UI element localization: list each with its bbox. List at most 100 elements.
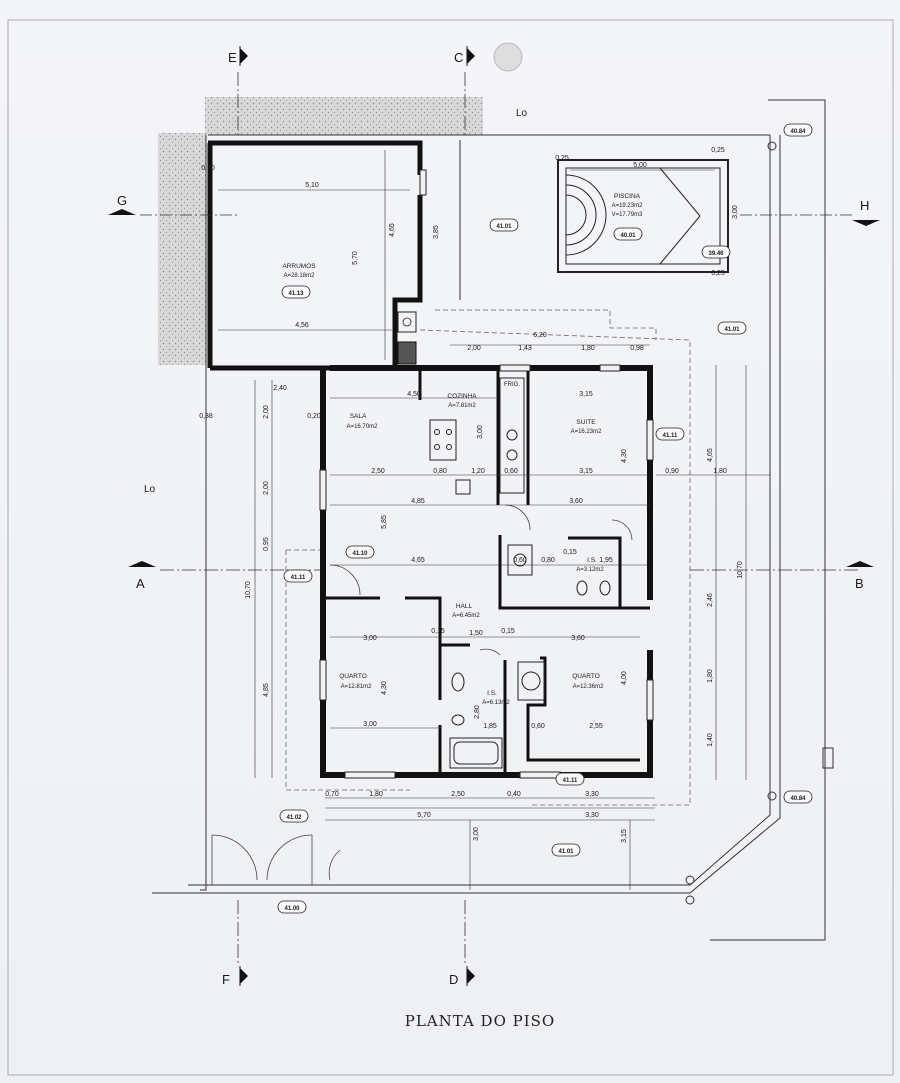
section-label-g: G bbox=[117, 193, 127, 208]
kitchen-fixtures bbox=[429, 377, 525, 495]
room-name-suite: SUITE bbox=[576, 419, 596, 426]
dim-3-60-b: 3,60 bbox=[571, 635, 585, 642]
dim-2-80: 2,80 bbox=[474, 705, 481, 719]
level-41-01-a: 41.01 bbox=[496, 224, 512, 230]
dim-5-00: 5,00 bbox=[633, 162, 647, 169]
sheet-border bbox=[7, 19, 894, 1076]
dim-4-00: 4,00 bbox=[621, 671, 628, 685]
dim-0-25-a: 0,25 bbox=[555, 155, 569, 162]
dim-1-50: 1,50 bbox=[469, 630, 483, 637]
room-name-is-1: I.S. bbox=[587, 557, 597, 564]
dim-0-60-c: 0,60 bbox=[531, 723, 545, 730]
section-markers bbox=[108, 48, 880, 984]
dim-0-60-b: 0,60 bbox=[513, 557, 527, 564]
level-41-13: 41.13 bbox=[288, 291, 304, 297]
dim-1-85: 1,85 bbox=[483, 723, 497, 730]
dim-2-46: 2,46 bbox=[707, 593, 714, 607]
dim-4-85-b: 4,85 bbox=[263, 683, 270, 697]
dim-10-70-a: 10,70 bbox=[245, 581, 252, 599]
room-area-hall: A=6.45m2 bbox=[452, 613, 480, 619]
dim-0-80-b: 0,80 bbox=[541, 557, 555, 564]
ground-hatch-top bbox=[205, 97, 483, 135]
room-area-suite: A=16.23m2 bbox=[571, 429, 603, 435]
dim-2-50-a: 2,50 bbox=[371, 468, 385, 475]
dim-4-30-b: 4,30 bbox=[621, 449, 628, 463]
room-area-cozinha: A=7.81m2 bbox=[448, 403, 476, 409]
room-name-sala: SALA bbox=[350, 413, 367, 420]
room-area-piscina: A=19.23m2 bbox=[612, 203, 644, 209]
dim-2-55: 2,55 bbox=[589, 723, 603, 730]
dim-0-95: 0,95 bbox=[263, 537, 270, 551]
dim-5-70-b: 5,70 bbox=[417, 812, 431, 819]
dim-3-00-b: 3,00 bbox=[363, 635, 377, 642]
room-name-is-2: I.S. bbox=[487, 690, 497, 697]
dim-3-15-b: 3,15 bbox=[579, 468, 593, 475]
dim-1-43: 1,43 bbox=[518, 345, 532, 352]
dim-2-40: 2,40 bbox=[273, 385, 287, 392]
dim-10-70-b: 10,70 bbox=[737, 561, 744, 579]
dim-0-80-a: 0,80 bbox=[433, 468, 447, 475]
dim-3-30-a: 3,30 bbox=[585, 791, 599, 798]
room-name-cozinha: COZINHA bbox=[447, 393, 477, 400]
dim-0-20-a: 0,20 bbox=[307, 413, 321, 420]
level-41-11-c: 41.11 bbox=[563, 778, 578, 784]
room-name-piscina: PISCINA bbox=[614, 193, 641, 200]
sink-icon bbox=[397, 311, 417, 333]
dim-3-60-a: 3,60 bbox=[569, 498, 583, 505]
dim-2-50-b: 2,50 bbox=[451, 791, 465, 798]
room-area-is-2: A=6.13m2 bbox=[482, 700, 510, 706]
dim-2-00: 2,00 bbox=[467, 345, 481, 352]
dim-0-30-a: 0,20 bbox=[201, 165, 215, 172]
dim-3-15-a: 3,15 bbox=[579, 391, 593, 398]
section-lines-vertical bbox=[160, 72, 860, 965]
section-label-f: F bbox=[222, 972, 230, 987]
dim-1-20: 1,20 bbox=[471, 468, 485, 475]
drawing-title: PLANTA DO PISO bbox=[404, 1012, 556, 1030]
dim-5-70-a: 5,70 bbox=[352, 251, 359, 265]
room-area-arrumos: A=28.18m2 bbox=[284, 273, 316, 279]
label-lo-top: Lo bbox=[516, 108, 528, 119]
dim-4-65-a: 4,65 bbox=[389, 223, 396, 237]
pool-outline bbox=[557, 159, 729, 273]
dim-3-15-c: 3,15 bbox=[621, 829, 628, 843]
dim-2-00-c: 2,00 bbox=[263, 481, 270, 495]
dim-1-95: 1,95 bbox=[599, 557, 613, 564]
dim-1-80-c: 1,80 bbox=[713, 468, 727, 475]
dim-1-80-a: 1,80 bbox=[581, 345, 595, 352]
dim-6-20: 6,20 bbox=[533, 332, 547, 339]
level-41-11-b: 41.11 bbox=[291, 575, 306, 581]
level-41-10: 41.10 bbox=[352, 551, 368, 557]
section-label-c: C bbox=[454, 50, 463, 65]
dim-0-15-a: 0,15 bbox=[563, 549, 577, 556]
interior-walls bbox=[323, 368, 650, 775]
eave-outline bbox=[285, 309, 691, 806]
room-name-quarto-1: QUARTO bbox=[339, 673, 367, 680]
level-41-11-a: 41.11 bbox=[663, 433, 678, 439]
section-marker-bars bbox=[239, 46, 468, 986]
dim-0-15-c: 0,15 bbox=[501, 628, 515, 635]
dim-0-90: 0,90 bbox=[665, 468, 679, 475]
dim-4-30-a: 4,30 bbox=[381, 681, 388, 695]
room-name-arrumos: ARRUMOS bbox=[282, 263, 316, 270]
level-39-46: 39.46 bbox=[708, 251, 724, 257]
dim-4-56: 4,56 bbox=[295, 322, 309, 329]
dim-3-30-b: 3,30 bbox=[585, 812, 599, 819]
dim-0-38: 0,38 bbox=[199, 413, 213, 420]
arrumos-walls bbox=[207, 140, 423, 371]
dim-2-00-b: 2,00 bbox=[263, 405, 270, 419]
dim-3-00-d: 3,00 bbox=[473, 827, 480, 841]
room-name-quarto-2: QUARTO bbox=[572, 673, 600, 680]
fridge-label: FRIG. bbox=[504, 382, 520, 388]
section-label-b: B bbox=[855, 576, 864, 591]
level-41-01-c: 41.01 bbox=[558, 849, 574, 855]
door-swings bbox=[211, 504, 633, 885]
dim-0-60-a: 0,60 bbox=[504, 468, 518, 475]
level-41-01-b: 41.01 bbox=[724, 327, 740, 333]
section-label-h: H bbox=[860, 198, 869, 213]
dim-3-00-c: 3,00 bbox=[363, 721, 377, 728]
section-label-d: D bbox=[449, 972, 458, 987]
level-41-00: 41.00 bbox=[284, 906, 300, 912]
stair-block bbox=[397, 341, 417, 365]
